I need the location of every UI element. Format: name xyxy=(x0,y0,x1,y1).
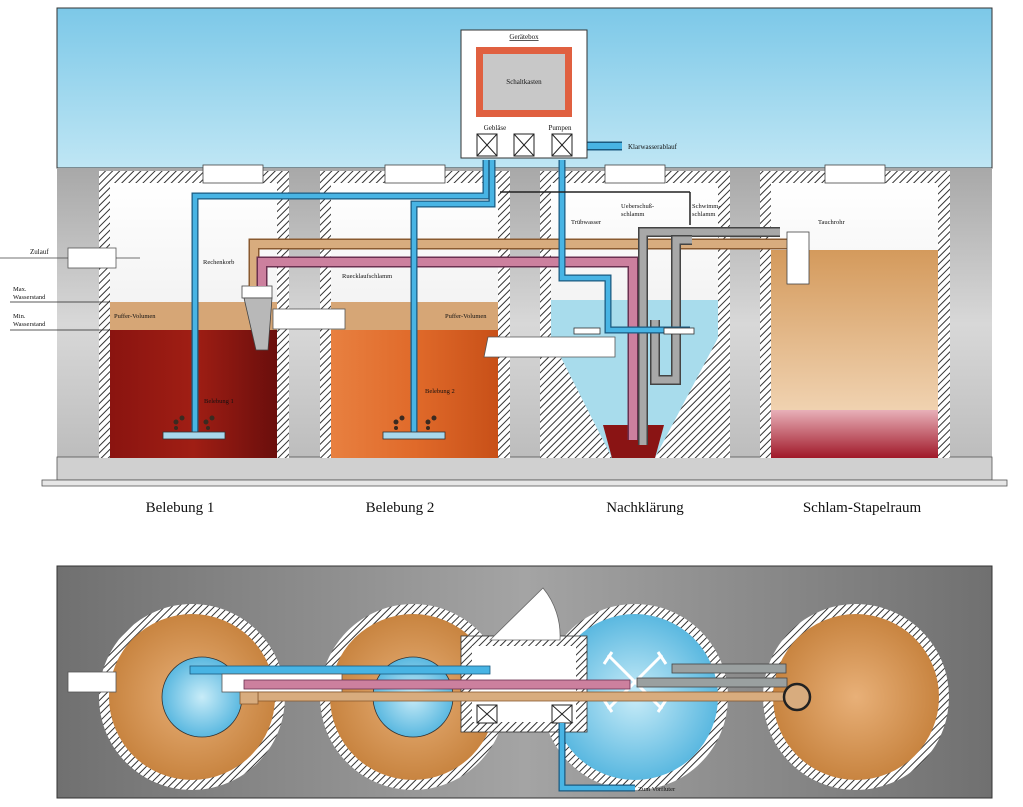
label-belebung-1-inner: Belebung 1 xyxy=(204,398,234,405)
middle-valve xyxy=(513,133,535,157)
plan-pipe-gray-3 xyxy=(239,691,259,705)
label-ueberschuss-1: Ueberschuß- xyxy=(621,203,654,210)
label-geraetebox: Gerätebox xyxy=(509,33,539,41)
plan-pipe-blue xyxy=(189,665,491,675)
equipment-box xyxy=(460,29,588,159)
plan-view: Zum Vorfluter xyxy=(56,565,993,799)
clarifier-distributor xyxy=(663,327,695,335)
plan-pipe-pink xyxy=(243,679,631,690)
overflow-pipe-1 xyxy=(272,308,346,330)
elevation-view: Gerätebox Schaltkasten Gebläse Pumpen Kl… xyxy=(0,7,1008,516)
label-puffer-volumen-2: Puffer-Volumen xyxy=(445,313,487,320)
manhole-4 xyxy=(824,164,886,184)
blower-valve xyxy=(476,133,498,157)
caption-belebung-2: Belebung 2 xyxy=(366,500,435,516)
plan-immersion-pipe xyxy=(782,682,812,712)
label-max-wasserstand-1: Max. xyxy=(13,286,27,293)
plan-tank-4 xyxy=(773,614,939,780)
sludge-storage-bottom xyxy=(771,410,938,458)
label-schaltkasten: Schaltkasten xyxy=(506,78,542,86)
label-min-wasserstand-1: Min. xyxy=(13,313,26,320)
screen-basket-top xyxy=(241,285,273,299)
inlet-pipe xyxy=(67,247,117,269)
label-ueberschuss-2: schlamm xyxy=(621,211,644,218)
caption-belebung-1: Belebung 1 xyxy=(146,500,215,516)
caption-nachklaerung: Nachklärung xyxy=(606,500,684,516)
manhole-3 xyxy=(604,164,666,184)
plan-pipe-gray-2 xyxy=(636,677,788,688)
label-tauchrohr: Tauchrohr xyxy=(818,219,845,226)
label-max-wasserstand-2: Wasserstand xyxy=(13,294,46,301)
screen-basket xyxy=(243,297,273,351)
label-geblaese: Gebläse xyxy=(484,124,507,132)
plan-box-lid xyxy=(489,587,561,641)
overflow-pipe-2 xyxy=(483,336,616,358)
plan-inlet xyxy=(67,671,117,693)
immersion-pipe xyxy=(786,231,810,285)
diffuser-bubbles-2 xyxy=(393,415,437,430)
label-schwimm-1: Schwimm- xyxy=(692,203,721,210)
label-belebung-2-inner: Belebung 2 xyxy=(425,388,455,395)
label-schwimm-2: schlamm xyxy=(692,211,715,218)
diffuser-bubbles-1 xyxy=(173,415,215,430)
base-slab xyxy=(56,456,993,481)
label-ruecklaufschlamm: Ruecklaufschlamm xyxy=(342,273,392,280)
diffuser-1 xyxy=(162,431,226,440)
label-pumpen: Pumpen xyxy=(549,124,572,132)
diffuser-2 xyxy=(382,431,446,440)
label-klarwasserablauf: Klarwasserablauf xyxy=(628,143,678,151)
manhole-2 xyxy=(384,164,446,184)
plan-valve-2 xyxy=(551,704,573,724)
label-zum-vorfluter: Zum Vorfluter xyxy=(638,786,676,793)
label-rechenkorb: Rechenkorb xyxy=(203,259,234,266)
label-truebwasser: Trübwasser xyxy=(571,219,602,226)
plan-pipe-gray-1 xyxy=(671,663,787,674)
foundation-line xyxy=(41,479,1008,487)
label-zulauf: Zulauf xyxy=(30,248,49,256)
label-min-wasserstand-2: Wasserstand xyxy=(13,321,46,328)
tank-schlamm-stapelraum xyxy=(760,164,950,458)
plan-valve-1 xyxy=(476,704,498,724)
clarifier-skimmer xyxy=(573,327,601,335)
plan-pipe-brown xyxy=(257,691,789,702)
label-puffer-volumen-1: Puffer-Volumen xyxy=(114,313,156,320)
caption-schlamm-stapelraum: Schlam-Stapelraum xyxy=(803,500,922,516)
clarifier-cone xyxy=(551,338,718,458)
clarifier-sludge xyxy=(603,425,664,458)
pump-valve xyxy=(551,133,573,157)
manhole-1 xyxy=(202,164,264,184)
